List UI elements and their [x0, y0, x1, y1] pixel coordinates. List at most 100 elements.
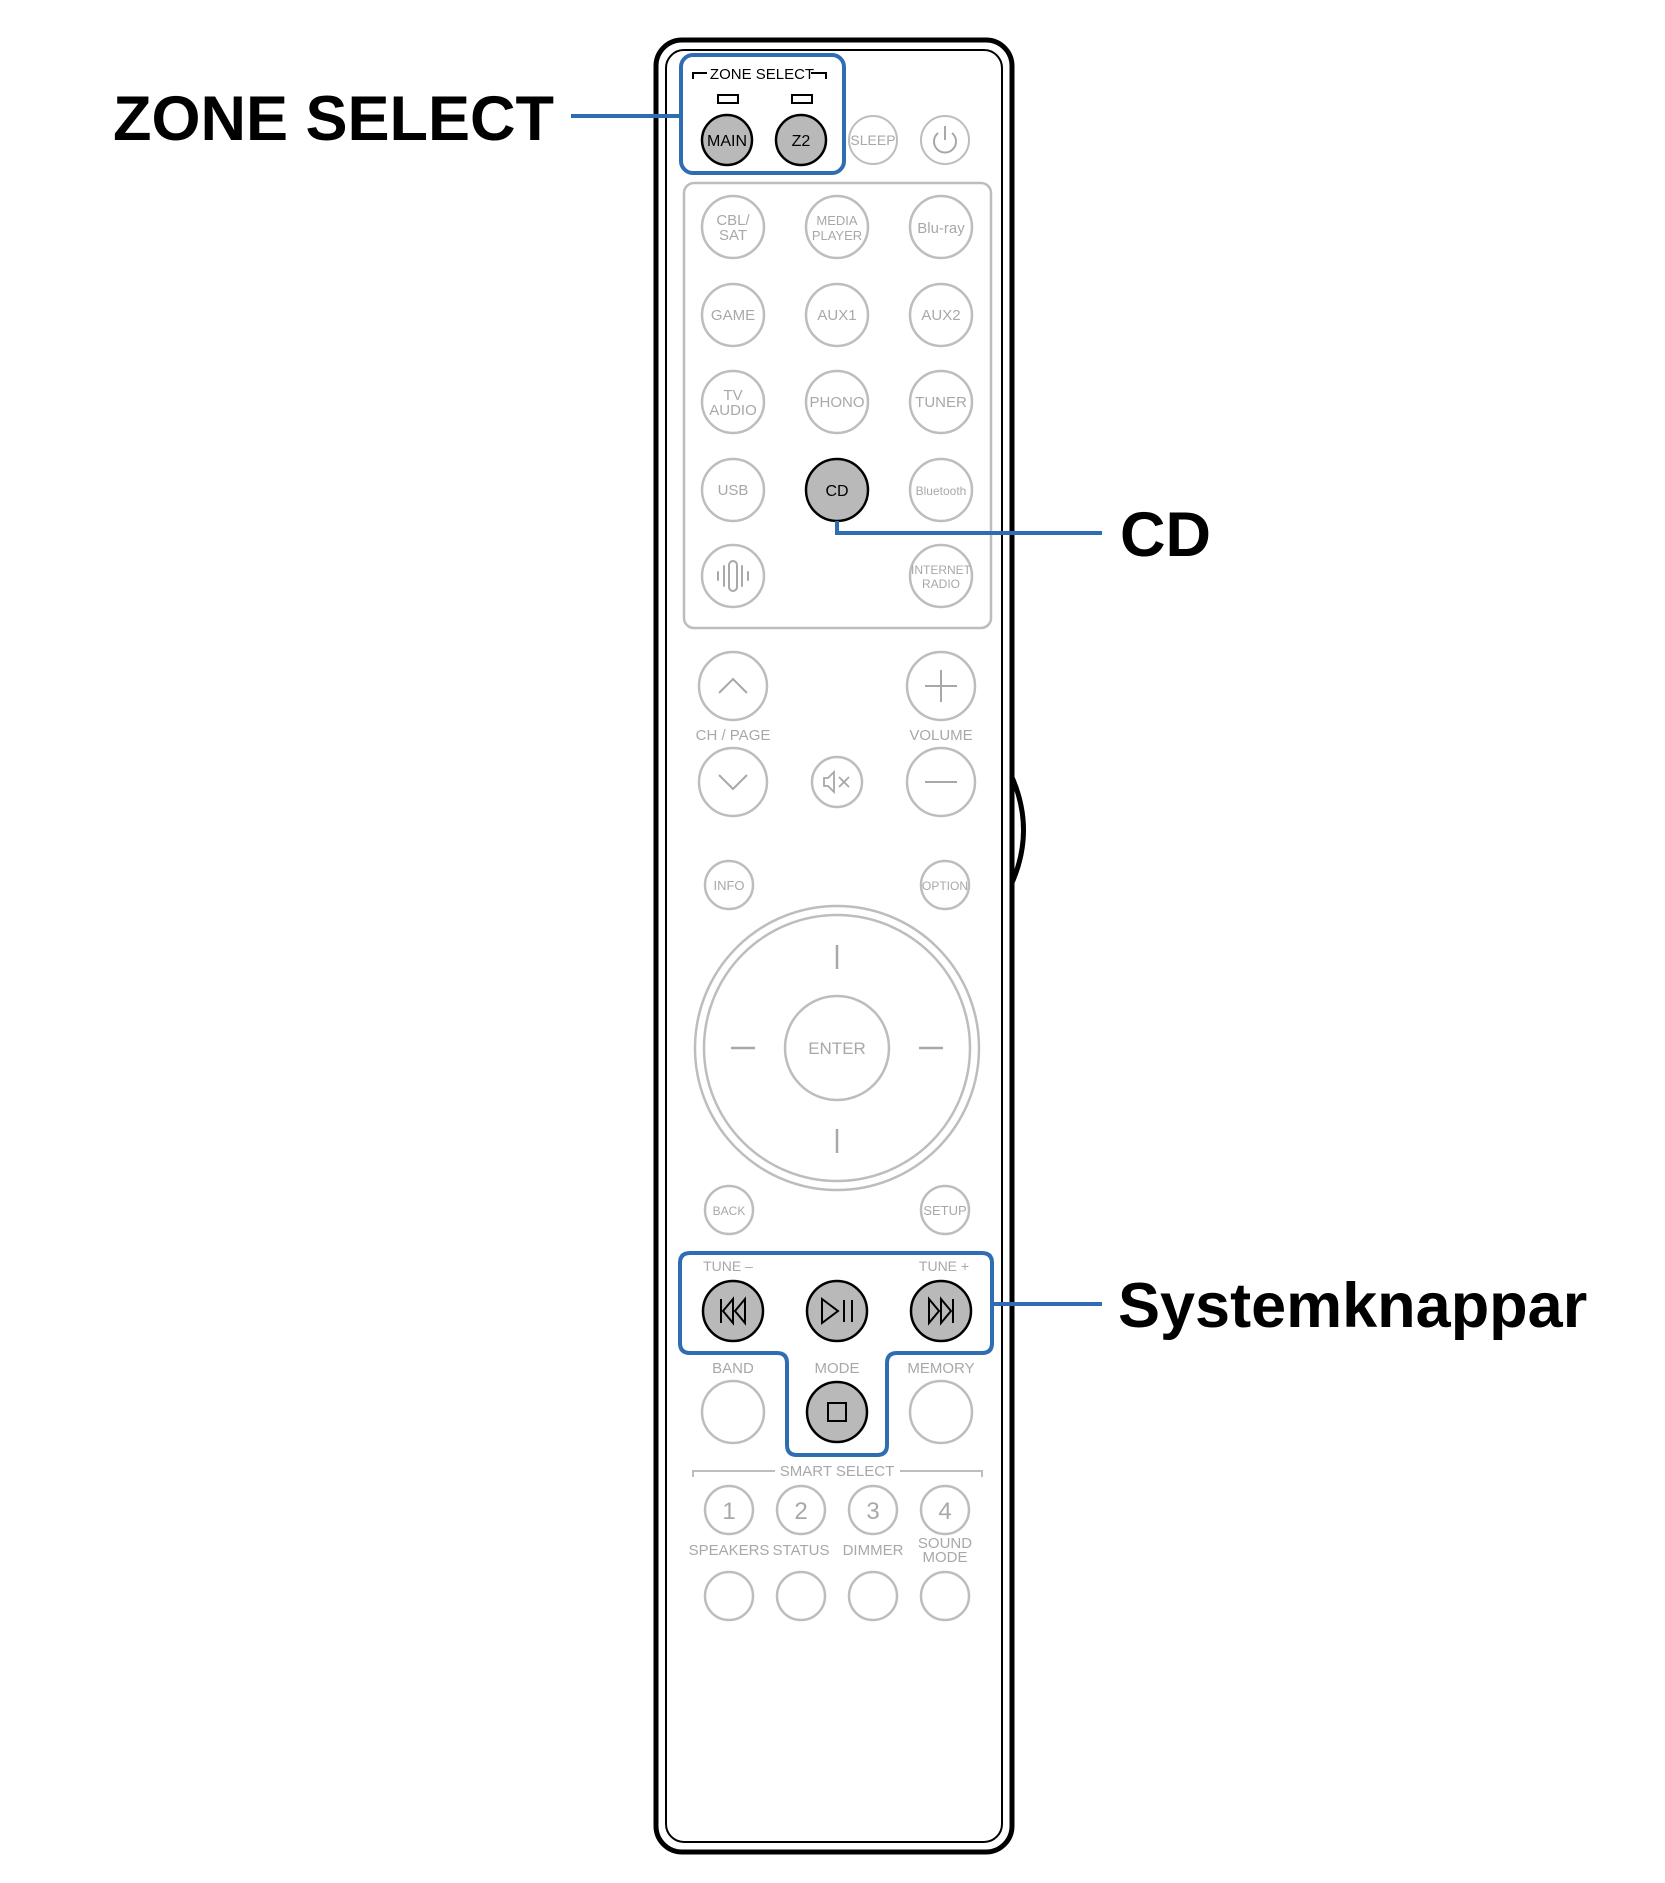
- smart-select-1-button[interactable]: [703, 1484, 755, 1536]
- mode-label: MODE: [815, 1360, 860, 1377]
- smart-select-label: SMART SELECT: [780, 1463, 894, 1480]
- cbl-sat-button[interactable]: [700, 194, 766, 260]
- bluray-button[interactable]: [908, 194, 974, 260]
- cbl-sat-label-line1: CBL/: [716, 212, 750, 229]
- ch-page-down-button[interactable]: [697, 746, 769, 818]
- back-button[interactable]: [703, 1184, 755, 1236]
- setup-button[interactable]: [919, 1184, 971, 1236]
- source-panel: [682, 181, 993, 630]
- bottom-row: SPEAKERS STATUS DIMMER SOUND MODE: [689, 1535, 972, 1622]
- memory-label: MEMORY: [907, 1360, 974, 1377]
- cd-button-label: CD: [825, 483, 848, 500]
- smart-select-3-label: 3: [866, 1498, 879, 1525]
- tuner-button[interactable]: [908, 369, 974, 435]
- sleep-button[interactable]: [848, 115, 898, 165]
- cd-leader-line: [835, 521, 1102, 535]
- heos-button[interactable]: [700, 543, 766, 609]
- band-button[interactable]: [700, 1379, 766, 1445]
- media-player-button[interactable]: [804, 194, 870, 260]
- smart-select-3-button[interactable]: [847, 1484, 899, 1536]
- game-label: GAME: [711, 307, 755, 324]
- zone-select-header: ZONE SELECT: [710, 66, 814, 83]
- cbl-sat-label-line2: SAT: [719, 227, 747, 244]
- internet-radio-button[interactable]: [908, 543, 974, 609]
- sound-mode-button[interactable]: [919, 1570, 971, 1622]
- smart-select-2-button[interactable]: [775, 1484, 827, 1536]
- chevron-down-icon: [718, 774, 748, 791]
- ch-page-up-button[interactable]: [697, 650, 769, 722]
- internet-radio-label-line1: INTERNET: [911, 563, 972, 577]
- phono-label: PHONO: [809, 394, 864, 411]
- speakers-button[interactable]: [703, 1570, 755, 1622]
- media-player-label-line1: MEDIA: [816, 213, 858, 228]
- system-buttons-callout-label: Systemknappar: [1118, 1271, 1587, 1341]
- enter-button[interactable]: [783, 994, 891, 1102]
- zone-select-callout-label: ZONE SELECT: [113, 84, 554, 154]
- skip-forward-icon: [928, 1296, 954, 1326]
- mute-button[interactable]: [810, 755, 864, 809]
- setup-label: SETUP: [923, 1203, 966, 1218]
- aux1-label: AUX1: [817, 307, 856, 324]
- main-indicator-led: [717, 94, 739, 104]
- navigation-pad: ENTER: [693, 904, 981, 1192]
- info-button[interactable]: [703, 859, 755, 911]
- play-pause-icon: [821, 1297, 853, 1325]
- smart-select-1-label: 1: [722, 1498, 735, 1525]
- heos-icon: [717, 560, 749, 592]
- bluetooth-label: Bluetooth: [916, 484, 967, 498]
- sleep-button-label: SLEEP: [850, 132, 895, 148]
- tune-plus-label: TUNE +: [919, 1258, 969, 1274]
- band-label: BAND: [712, 1360, 754, 1377]
- callout-system-buttons: Systemknappar: [992, 1271, 1587, 1341]
- aux2-button[interactable]: [908, 282, 974, 348]
- callout-zone-select: ZONE SELECT: [113, 53, 846, 175]
- smart-select-bracket-left: [692, 1470, 775, 1477]
- smart-select-4-button[interactable]: [919, 1484, 971, 1536]
- sound-mode-label-line2: MODE: [923, 1549, 968, 1566]
- system-buttons-highlight: [678, 1251, 994, 1457]
- main-button[interactable]: [700, 113, 754, 167]
- ch-page-label: CH / PAGE: [696, 727, 771, 744]
- callout-cd: CD: [835, 500, 1211, 570]
- volume-label: VOLUME: [909, 727, 972, 744]
- usb-button[interactable]: [700, 457, 766, 523]
- sound-mode-label-line1: SOUND: [918, 1535, 972, 1552]
- game-button[interactable]: [700, 282, 766, 348]
- phono-button[interactable]: [804, 369, 870, 435]
- z2-button[interactable]: [774, 113, 828, 167]
- smart-select-2-label: 2: [794, 1498, 807, 1525]
- smart-select-bracket-right: [900, 1470, 983, 1477]
- side-bump: [1008, 773, 1026, 887]
- dpad-inner-ring: [702, 913, 972, 1183]
- z2-button-label: Z2: [792, 133, 811, 150]
- stop-icon: [827, 1402, 847, 1422]
- power-icon: [933, 126, 957, 154]
- tv-audio-label-line1: TV: [723, 387, 742, 404]
- speakers-label: SPEAKERS: [689, 1542, 770, 1559]
- skip-back-icon: [720, 1296, 746, 1326]
- dimmer-label: DIMMER: [843, 1542, 904, 1559]
- memory-button[interactable]: [908, 1379, 974, 1445]
- tuner-label: TUNER: [915, 394, 967, 411]
- tune-minus-label: TUNE –: [703, 1258, 753, 1274]
- tv-audio-button[interactable]: [700, 369, 766, 435]
- stop-button[interactable]: [805, 1380, 869, 1444]
- bluetooth-button[interactable]: [908, 457, 974, 523]
- mute-icon: [823, 769, 850, 795]
- system-buttons-section: TUNE – TUNE + BAND MODE MEMORY: [678, 1251, 994, 1457]
- enter-label: ENTER: [808, 1039, 866, 1058]
- plus-icon: [925, 670, 957, 702]
- status-button[interactable]: [775, 1570, 827, 1622]
- cd-callout-label: CD: [1120, 500, 1211, 570]
- smart-select-section: SMART SELECT 1 2 3 4: [692, 1463, 983, 1536]
- z2-indicator-led: [791, 94, 813, 104]
- dimmer-button[interactable]: [847, 1570, 899, 1622]
- zone-bracket-right: [811, 72, 827, 79]
- tv-audio-label-line2: AUDIO: [709, 402, 757, 419]
- zone-bracket-left: [692, 72, 707, 79]
- usb-label: USB: [718, 482, 749, 499]
- option-button[interactable]: [919, 859, 971, 911]
- chevron-up-icon: [718, 677, 748, 694]
- aux1-button[interactable]: [804, 282, 870, 348]
